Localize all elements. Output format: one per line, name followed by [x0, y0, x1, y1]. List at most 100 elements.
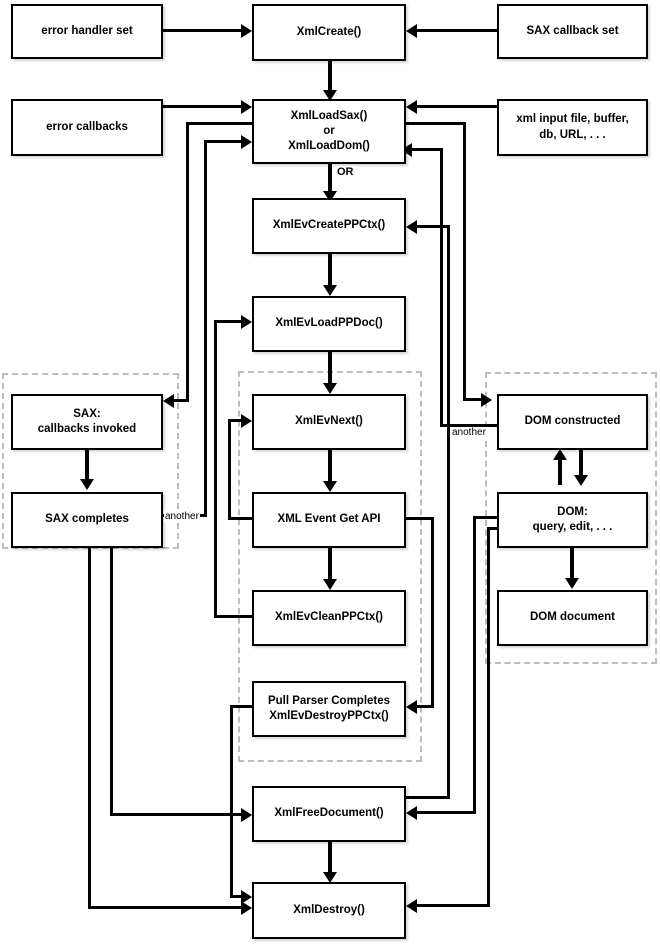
edge-pullparser-to-free-rail — [230, 705, 233, 815]
node-error-handler-set[interactable]: error handler set — [11, 4, 163, 59]
edge-xmlcreate-to-xmlload — [327, 61, 332, 96]
edge-pullparser-to-destroy-rail — [230, 813, 233, 898]
edge-domquery-to-destroy-in — [417, 904, 490, 907]
edge-domquery-to-destroy-rail — [487, 527, 490, 907]
arrowhead-domconstructed-to-domquery — [574, 475, 588, 486]
edge-eventapi-loop-in — [228, 419, 248, 422]
arrowhead-domquery-to-free — [406, 805, 417, 820]
edge-eventapi-to-evclean — [327, 548, 332, 586]
arrowhead-xmlcreate-to-xmlload — [322, 90, 337, 101]
edge-domquery-to-free-rail — [473, 516, 476, 814]
node-xml-create[interactable]: XmlCreate() — [252, 4, 406, 61]
edge-evclean-loop-out — [214, 615, 256, 618]
edge-saxcompletes-another-rail — [204, 140, 207, 517]
node-dom-constructed[interactable]: DOM constructed — [497, 394, 648, 450]
arrowhead-xmlload-to-evcreate — [322, 191, 337, 202]
edge-label-another-dom: another — [451, 427, 487, 438]
edge-saxcompletes-to-destroy-rail — [88, 548, 91, 908]
edge-domquery-to-destroy-out — [487, 527, 503, 530]
arrowhead-domquery-to-domdocument — [565, 578, 579, 589]
edge-domconstructed-another-rail — [440, 148, 443, 427]
edge-xmlload-to-dom-rail — [463, 122, 466, 400]
arrowhead-domquery-to-destroy — [406, 898, 417, 913]
edge-xmlload-to-dom-in — [463, 398, 486, 401]
arrowhead-domconstructed-to-xmlload — [401, 142, 412, 157]
edge-xmlinput-to-xmlload — [417, 105, 497, 108]
edge-evclean-loop-rail — [214, 320, 217, 618]
arrowhead-free-to-destroy — [322, 872, 337, 883]
edge-eventapi-to-pullparser-rail — [431, 517, 434, 707]
node-ev-next[interactable]: XmlEvNext() — [252, 394, 406, 450]
edge-saxcallbacks-to-saxcompletes — [85, 450, 89, 486]
node-pull-parser-completes[interactable]: Pull Parser Completes XmlEvDestroyPPCtx(… — [252, 681, 406, 737]
arrowhead-xmlload-to-dom — [481, 392, 492, 407]
edge-label-or: OR — [336, 166, 355, 178]
arrowhead-eventapi-to-evclean — [322, 579, 337, 590]
node-xml-load[interactable]: XmlLoadSax() or XmlLoadDom() — [252, 99, 406, 164]
edge-xmlload-to-sax-rail — [186, 122, 189, 402]
arrowhead-saxcompletes-to-xmlload — [241, 134, 252, 149]
edge-free-to-evcreate-in — [417, 225, 450, 228]
node-dom-query-edit[interactable]: DOM: query, edit, . . . — [497, 492, 648, 548]
arrowhead-eventapi-to-evnext-loop — [241, 414, 252, 428]
arrowhead-pullparser-to-destroy — [241, 889, 252, 904]
node-xml-event-get-api[interactable]: XML Event Get API — [252, 492, 406, 548]
edge-free-to-evcreate-out — [404, 796, 450, 799]
arrowhead-xmlinput-to-xmlload — [406, 99, 417, 114]
node-xml-free-document[interactable]: XmlFreeDocument() — [252, 786, 406, 842]
edge-free-to-evcreate-rail — [447, 225, 450, 798]
node-sax-callbacks-invoked[interactable]: SAX: callbacks invoked — [11, 394, 163, 450]
edge-evnext-to-eventapi — [327, 450, 332, 488]
edge-free-to-destroy — [327, 842, 332, 878]
node-sax-callback-set[interactable]: SAX callback set — [497, 4, 648, 59]
node-xml-input-source[interactable]: xml input file, buffer, db, URL, . . . — [497, 99, 648, 156]
edge-saxcallback-to-xmlcreate — [417, 29, 497, 32]
arrowhead-saxcompletes-to-destroy — [241, 900, 252, 915]
node-dom-document[interactable]: DOM document — [497, 590, 648, 646]
edge-domquery-to-free-in — [417, 811, 476, 814]
edge-eventapi-loop-out — [228, 517, 256, 520]
edge-xmlload-to-dom-out — [406, 122, 466, 125]
edge-domconstructed-another-out — [440, 424, 500, 427]
edge-label-another-sax: another — [164, 511, 200, 522]
edge-domconstructed-to-domquery — [579, 450, 583, 480]
arrowhead-saxcallback-to-xmlcreate — [406, 23, 417, 38]
node-xml-destroy[interactable]: XmlDestroy() — [252, 882, 406, 939]
node-ev-create-ppctx[interactable]: XmlEvCreatePPCtx() — [252, 198, 406, 254]
arrowhead-xmlload-to-sax — [163, 393, 174, 408]
edge-evclean-loop-in — [214, 320, 248, 323]
edge-saxcompletes-to-destroy-in — [88, 906, 248, 909]
arrowhead-evcreate-to-evload — [322, 285, 337, 296]
edge-eventapi-to-pullparser-out — [404, 517, 434, 520]
edge-domquery-to-domconstructed — [558, 455, 562, 485]
edge-saxcompletes-to-free-in — [110, 813, 248, 816]
arrowhead-domquery-to-domconstructed — [553, 449, 567, 460]
arrowhead-free-to-evcreate — [406, 219, 417, 234]
node-ev-clean-ppctx[interactable]: XmlEvCleanPPCtx() — [252, 590, 406, 646]
arrowhead-evclean-to-evload — [241, 314, 252, 329]
edge-evcreate-to-evload — [327, 254, 332, 292]
edge-xmlload-to-sax-out — [186, 122, 256, 125]
arrowhead-eventapi-to-pullparser — [406, 699, 417, 714]
edge-errorhandler-to-xmlcreate — [163, 29, 243, 32]
arrowhead-saxcallbacks-to-saxcompletes — [80, 479, 94, 490]
edge-eventapi-loop-rail — [228, 419, 231, 520]
edge-errorcallbacks-to-xmlload — [163, 105, 243, 108]
edge-saxcompletes-to-free-rail — [110, 548, 113, 813]
edge-domquery-to-free-out — [473, 516, 501, 519]
edge-evload-to-evnext — [327, 352, 332, 390]
edge-pullparser-to-free-out — [230, 705, 258, 708]
arrowhead-errorhandler-to-xmlcreate — [241, 23, 252, 38]
edge-xmlload-to-evcreate — [327, 164, 332, 198]
edge-domconstructed-another-in — [404, 148, 443, 151]
edge-pullparser-to-destroy-in — [230, 895, 248, 898]
edge-xmlload-to-sax-in — [174, 399, 189, 402]
edge-eventapi-to-pullparser-in — [417, 705, 434, 708]
node-sax-completes[interactable]: SAX completes — [11, 492, 163, 548]
arrowhead-evload-to-evnext — [322, 383, 337, 394]
arrowhead-errorcallbacks-to-xmlload — [241, 99, 252, 114]
edge-domquery-to-domdocument — [570, 548, 574, 584]
node-ev-load-ppdoc[interactable]: XmlEvLoadPPDoc() — [252, 296, 406, 352]
node-error-callbacks[interactable]: error callbacks — [11, 99, 163, 156]
